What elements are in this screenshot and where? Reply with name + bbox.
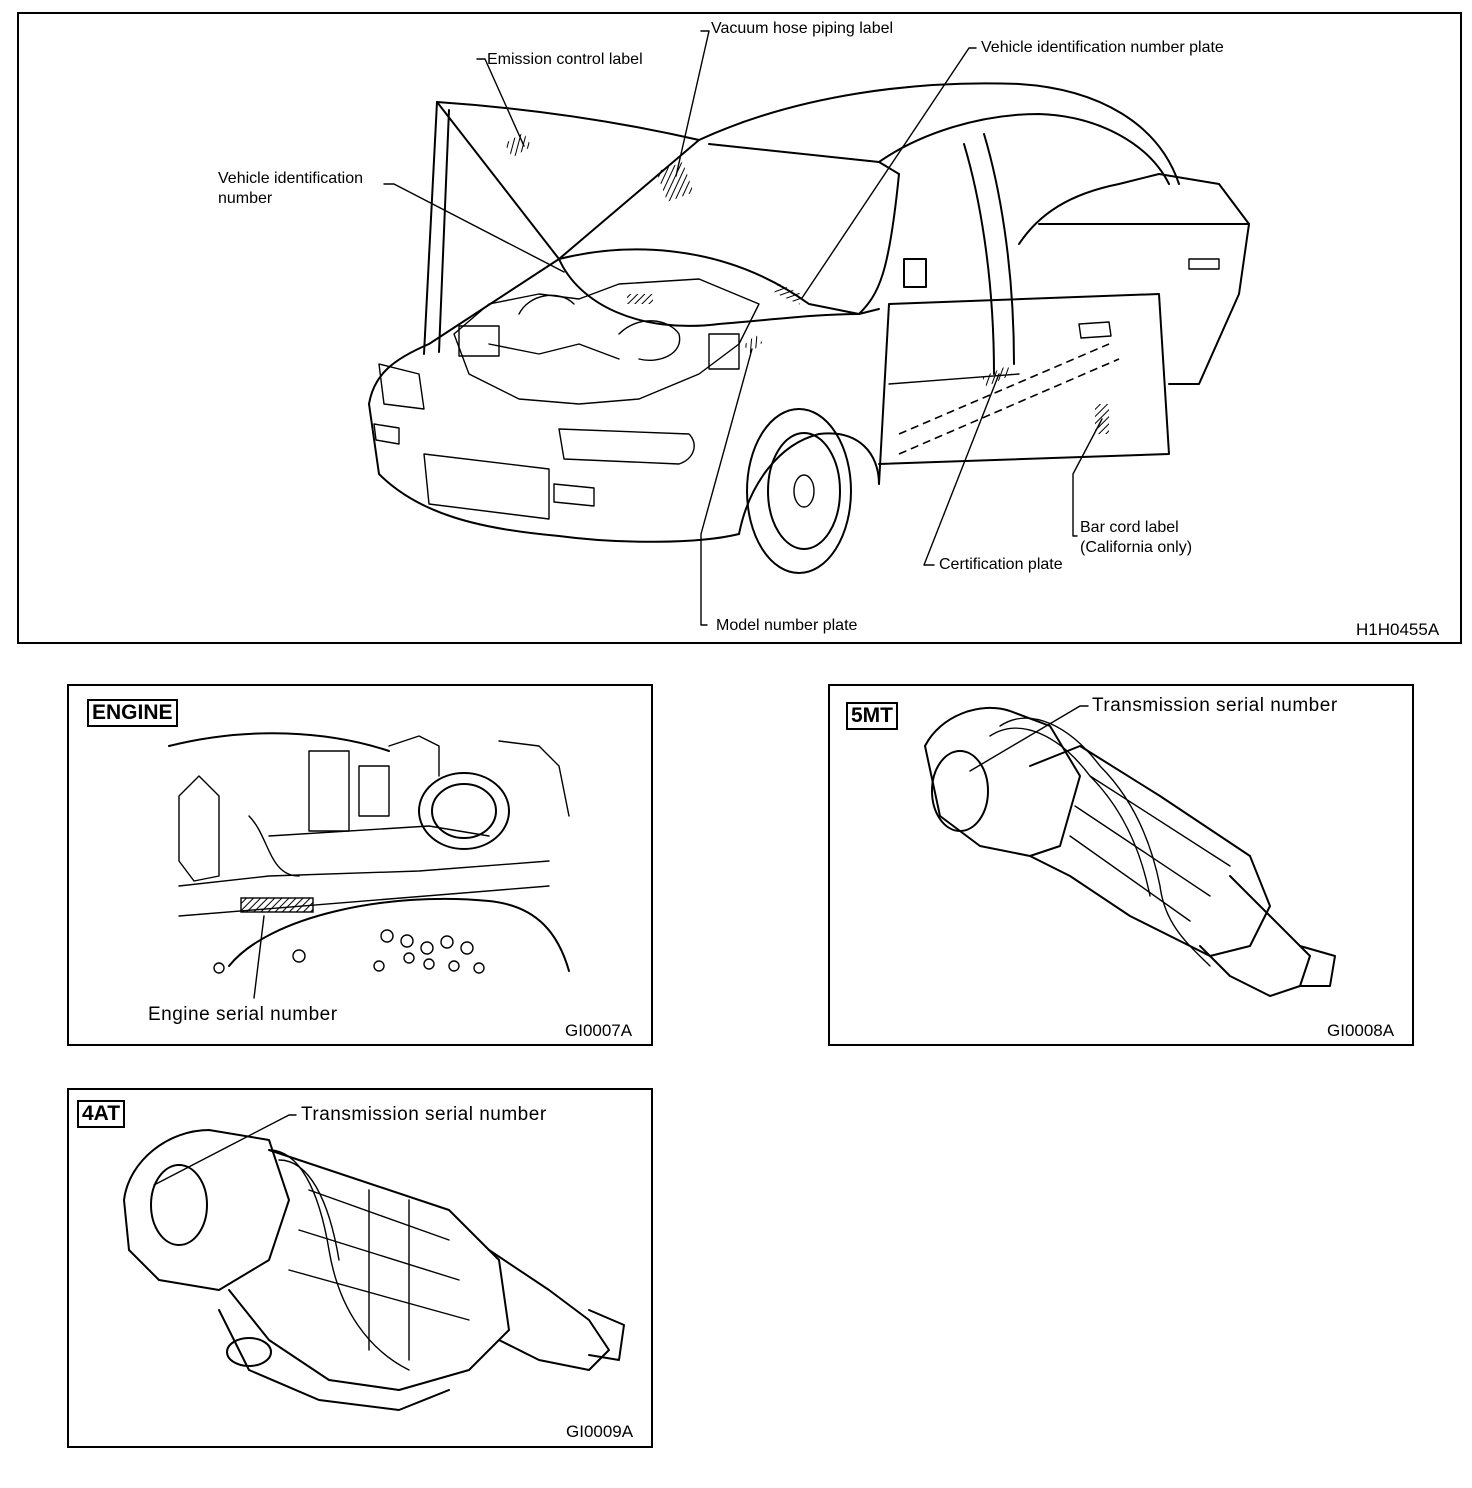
engine-tag: ENGINE bbox=[87, 699, 178, 727]
engine-serial-label: Engine serial number bbox=[148, 1004, 338, 1025]
certification-plate-label: Certification plate bbox=[939, 556, 1063, 573]
emission-control-label: Emission control label bbox=[487, 51, 643, 68]
vin-plate-label: Vehicle identification number plate bbox=[981, 39, 1224, 56]
vin-label-line2: number bbox=[218, 190, 273, 207]
at-serial-label: Transmission serial number bbox=[301, 1104, 547, 1125]
automatic-transmission-illustration bbox=[123, 1114, 625, 1411]
at-panel: 4AT Transmission serial number GI0009A bbox=[67, 1088, 653, 1448]
engine-illustration bbox=[168, 732, 570, 999]
mt-figure-code: GI0008A bbox=[1327, 1021, 1395, 1040]
at-tag: 4AT bbox=[77, 1100, 126, 1128]
at-figure-code: GI0009A bbox=[566, 1422, 634, 1441]
manual-transmission-illustration bbox=[924, 705, 1336, 997]
model-number-plate-label: Model number plate bbox=[716, 617, 858, 634]
mt-tag: 5MT bbox=[846, 702, 898, 730]
vehicle-figure-code: H1H0455A bbox=[1356, 620, 1440, 639]
bar-cord-label-line2: (California only) bbox=[1080, 539, 1193, 556]
vehicle-panel: Vacuum hose piping label Emission contro… bbox=[17, 12, 1462, 644]
vehicle-illustration bbox=[368, 30, 1250, 626]
mt-panel: 5MT Transmission serial number GI0008A bbox=[828, 684, 1414, 1046]
vacuum-hose-label: Vacuum hose piping label bbox=[711, 20, 894, 37]
mt-serial-label: Transmission serial number bbox=[1092, 695, 1338, 716]
vin-label-line1: Vehicle identification bbox=[218, 170, 363, 187]
bar-cord-label-line1: Bar cord label bbox=[1080, 519, 1179, 536]
engine-panel: ENGINE Engine serial number GI0007A bbox=[67, 684, 653, 1046]
engine-figure-code: GI0007A bbox=[565, 1021, 633, 1040]
